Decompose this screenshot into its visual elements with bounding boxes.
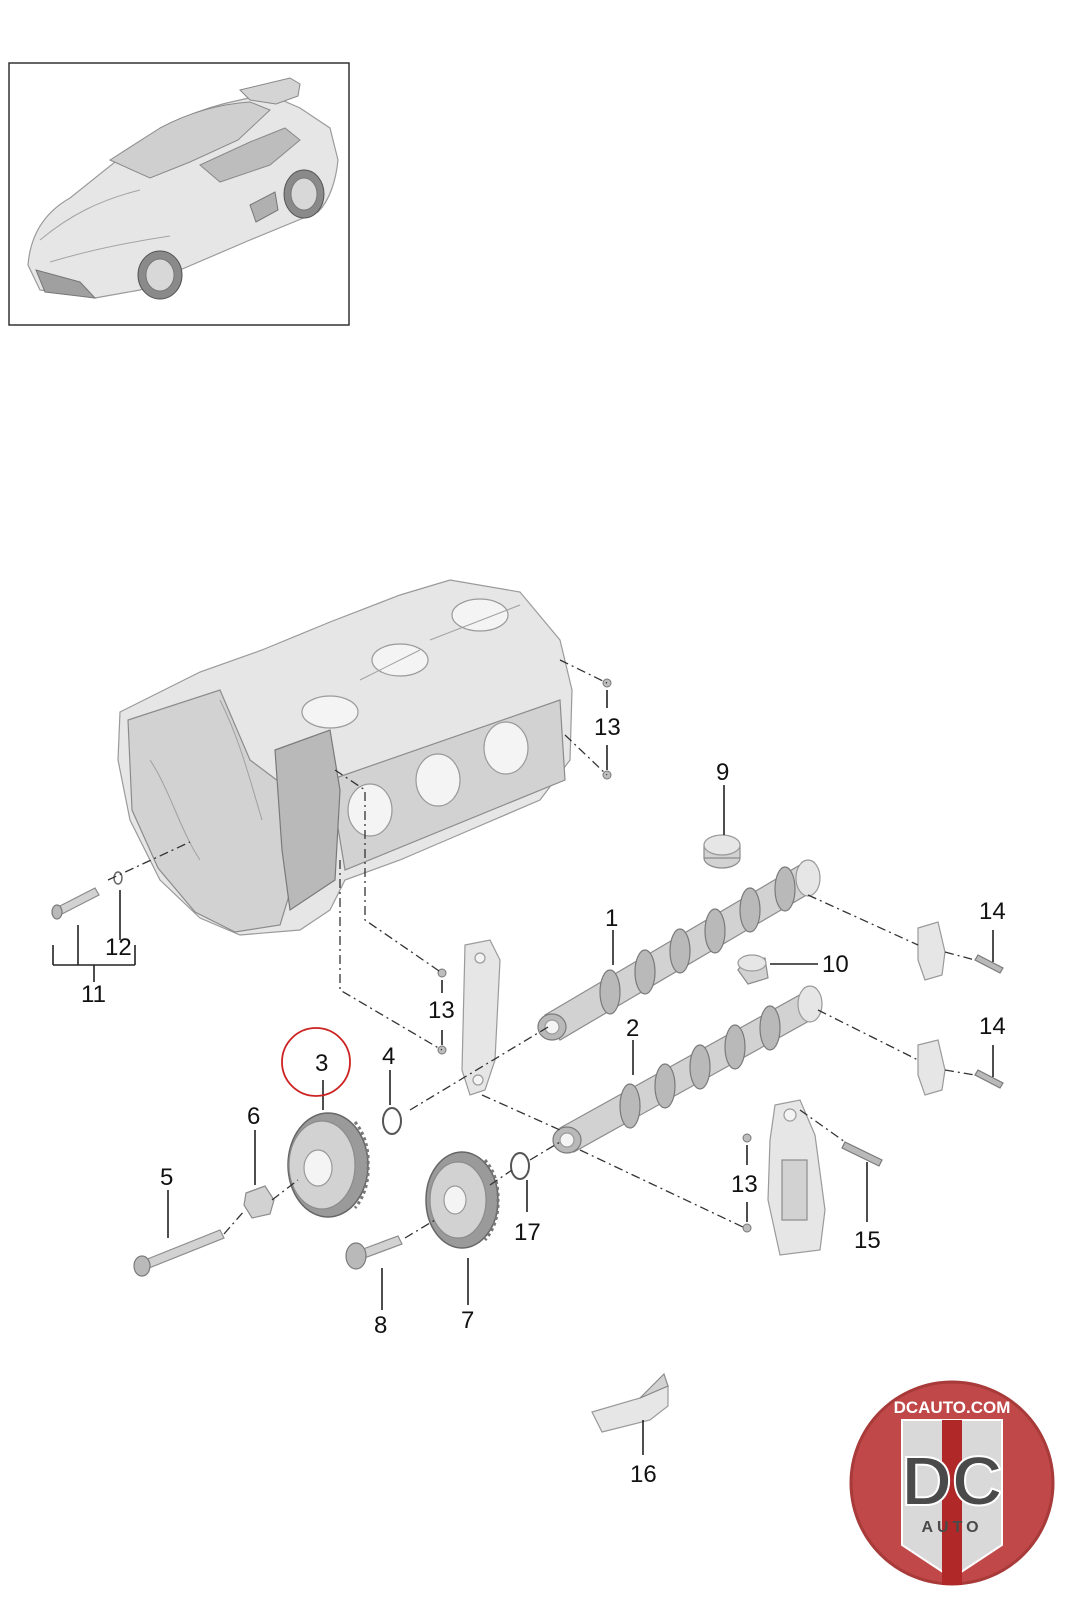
callout-17: 17	[514, 1219, 541, 1246]
callout-13-middle: 13	[428, 997, 455, 1024]
callout-12: 12	[105, 934, 132, 961]
callout-10: 10	[822, 951, 849, 978]
callout-14-lower: 14	[979, 1013, 1006, 1040]
callout-4: 4	[382, 1043, 395, 1070]
seal-ring-4-icon	[382, 1107, 402, 1135]
callout-14-upper: 14	[979, 898, 1006, 925]
assembly-lines	[107, 659, 976, 1239]
washer-6-icon	[243, 1185, 275, 1219]
bearing-cap-lower-illustration	[917, 1039, 946, 1096]
tappet-9-illustration	[703, 834, 741, 869]
front-wheel-icon	[137, 250, 183, 300]
callout-11: 11	[81, 981, 106, 1008]
bolt-8-illustration	[345, 1235, 403, 1270]
camshaft-2-illustration	[552, 985, 823, 1154]
callout-16: 16	[630, 1461, 657, 1488]
callout-leaders	[52, 690, 994, 1455]
callout-labels: 1 2 3 4 5 6 7 8 9 10 11 12 13 13 13 14 1…	[81, 714, 1006, 1488]
sprocket-7-illustration	[425, 1151, 500, 1249]
vehicle-thumbnail	[8, 62, 350, 326]
tappet-10-illustration	[737, 954, 769, 985]
callout-7: 7	[461, 1307, 474, 1334]
guide-rail-illustration	[461, 939, 501, 1096]
callout-6: 6	[247, 1103, 260, 1130]
camshaft-adjuster-3-illustration	[287, 1112, 370, 1218]
cylinder-head-illustration	[117, 579, 573, 936]
bearing-cap-upper-illustration	[917, 921, 946, 981]
callout-15: 15	[854, 1227, 881, 1254]
callout-9: 9	[716, 759, 729, 786]
callout-8: 8	[374, 1312, 387, 1339]
callout-13-upper: 13	[594, 714, 621, 741]
callout-5: 5	[160, 1164, 173, 1191]
highlight-circle	[281, 1027, 351, 1097]
svg-text:DC: DC	[901, 1442, 1002, 1520]
callout-1: 1	[605, 905, 618, 932]
svg-text:AUTO: AUTO	[921, 1519, 982, 1536]
dcauto-logo: DCAUTO.COM DC AUTO	[849, 1380, 1055, 1586]
svg-text:DCAUTO.COM: DCAUTO.COM	[894, 1398, 1011, 1417]
callout-13-lower: 13	[731, 1171, 758, 1198]
callout-2: 2	[626, 1015, 639, 1042]
rear-wheel-icon	[283, 169, 325, 219]
bolt-5-illustration	[133, 1229, 225, 1277]
seal-ring-17-icon	[510, 1152, 530, 1180]
camshaft-1-illustration	[537, 859, 821, 1041]
sealant-tube-16-illustration	[591, 1372, 669, 1433]
callout-3: 3	[315, 1050, 328, 1077]
tensioner-housing-illustration	[767, 1099, 826, 1256]
